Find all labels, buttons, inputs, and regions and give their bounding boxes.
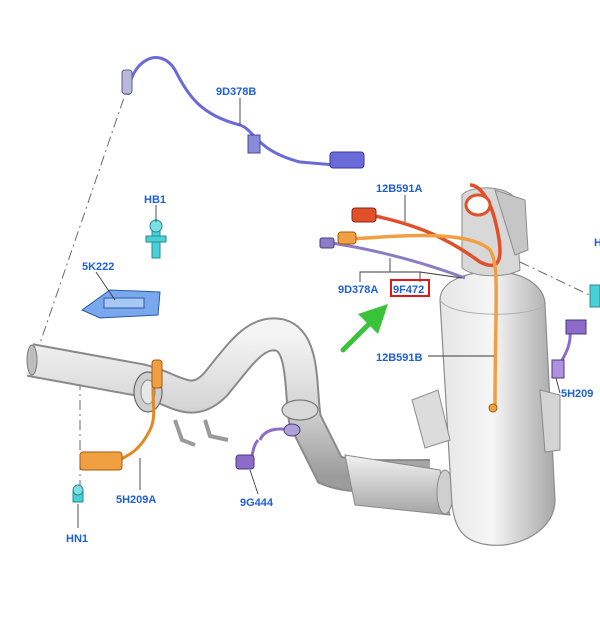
leader-line [555, 377, 561, 394]
label-HB1: HB1 [144, 194, 166, 206]
sensor-9D378B [121, 56, 365, 169]
label-5H209: 5H209 [561, 388, 593, 400]
highlight-box [390, 279, 430, 297]
connector [337, 231, 357, 245]
arrow-icon [340, 304, 388, 353]
connector [79, 451, 123, 471]
muffler [344, 454, 454, 516]
connector [319, 237, 335, 249]
sensor-harness-12B591A [319, 183, 502, 413]
dashed-leader-line [35, 79, 131, 356]
label-9D378A: 9D378A [338, 284, 378, 296]
hanger-bracket [203, 419, 229, 442]
sensor-5H209A [79, 359, 163, 471]
connector [329, 151, 365, 169]
label-H-partial: H [594, 237, 600, 249]
leader-line [419, 271, 463, 279]
label-5H209A: 5H209A [116, 494, 156, 506]
clip-HN1 [72, 484, 84, 503]
leader-line [249, 469, 259, 495]
bracket-5K222 [80, 289, 161, 319]
sensor-5H209-right [551, 284, 600, 379]
dashed-leader-line [519, 261, 600, 301]
label-9F472: 9F472 [393, 284, 424, 296]
label-12B591B: 12B591B [376, 352, 423, 364]
connector [351, 207, 377, 223]
connector [235, 454, 255, 470]
label-9D378B: 9D378B [216, 86, 256, 98]
clip-HB1 [145, 219, 167, 259]
label-5K222: 5K222 [82, 261, 114, 273]
pipe-clamp [281, 399, 319, 421]
leader-line [95, 271, 116, 301]
hanger-bracket [173, 419, 196, 447]
label-HN1: HN1 [66, 533, 88, 545]
diesel-particulate-filter [411, 187, 561, 546]
sensor-9G444 [235, 423, 301, 470]
label-9G444: 9G444 [240, 497, 274, 509]
label-12B591A: 12B591A [376, 183, 423, 195]
